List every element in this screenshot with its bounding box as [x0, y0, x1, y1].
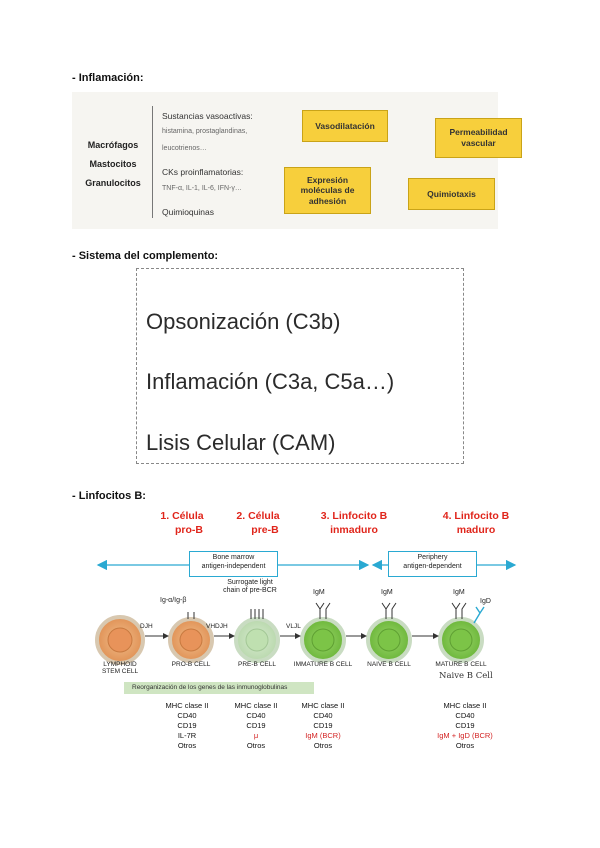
cell-name-mature-b: MATURE B CELL — [435, 661, 487, 668]
effect-chemotaxis: Quimiotaxis — [408, 178, 495, 210]
pro-b-cell-nucleus — [179, 628, 203, 652]
igm-label-immature: IgM — [313, 589, 325, 596]
ck-title: CKs proinflamatorias: — [162, 167, 244, 177]
mature-b-cell-nucleus — [449, 628, 473, 652]
ig-gene-rearrangement-bar: Reorganización de los genes de las inmun… — [124, 682, 314, 694]
inflammation-heading: - Inflamación: — [72, 72, 144, 84]
cell-name-immature-b: IMMATURE B CELL — [293, 661, 353, 668]
chemokines-label: Quimioquinas — [162, 207, 214, 217]
cell-name-naive-b: NAIVE B CELL — [367, 661, 411, 668]
igd-label: IgD — [480, 598, 491, 605]
complement-inflammation: Inflamación (C3a, C5a…) — [146, 369, 395, 394]
vasoactive-items-2: leucotrienos… — [162, 145, 207, 152]
cell-macrophages: Macrófagos — [87, 140, 139, 150]
naive-b-cell-note: Naive B Cell — [439, 671, 493, 681]
lymphoid-stem-cell-nucleus — [107, 627, 133, 653]
complement-panel — [136, 268, 464, 464]
igm-label-naive: IgM — [381, 589, 393, 596]
rearrangement-pro-b: DJH — [140, 623, 153, 630]
cell-name-pro-b: PRO-B CELL — [171, 661, 211, 668]
cell-name-pre-b: PRE-B CELL — [238, 661, 276, 668]
pre-b-cell-nucleus — [245, 628, 269, 652]
cell-granulocytes: Granulocitos — [85, 178, 141, 188]
cell-name-lymphoid-stem: LYMPHOID STEM CELL — [101, 661, 139, 676]
effect-vasodilatation: Vasodilatación — [302, 110, 388, 142]
complement-heading: - Sistema del complemento: — [72, 250, 219, 262]
ig-alpha-beta-label: Ig-α/Ig-β — [160, 597, 187, 604]
immature-b-cell-nucleus — [311, 628, 335, 652]
igd-receptor — [473, 606, 485, 624]
cell-mast-cells: Mastocitos — [89, 159, 137, 169]
vasoactive-title: Sustancias vasoactivas: — [162, 111, 253, 121]
receptor-glyphs — [187, 602, 467, 619]
complement-cell-lysis: Lisis Celular (CAM) — [146, 430, 336, 455]
rearrangement-immature: VLJL — [286, 623, 301, 630]
ck-items: TNF-α, IL-1, IL-6, IFN-γ… — [162, 185, 242, 192]
complement-opsonization: Opsonización (C3b) — [146, 309, 341, 334]
igm-label-mature: IgM — [453, 589, 465, 596]
bcells-heading: - Linfocitos B: — [72, 490, 146, 502]
naive-b-cell-nucleus — [377, 628, 401, 652]
vasoactive-items-1: histamina, prostaglandinas, — [162, 128, 248, 135]
mediator-bracket — [152, 106, 153, 218]
rearrangement-pre-b: VHDJH — [206, 623, 228, 630]
